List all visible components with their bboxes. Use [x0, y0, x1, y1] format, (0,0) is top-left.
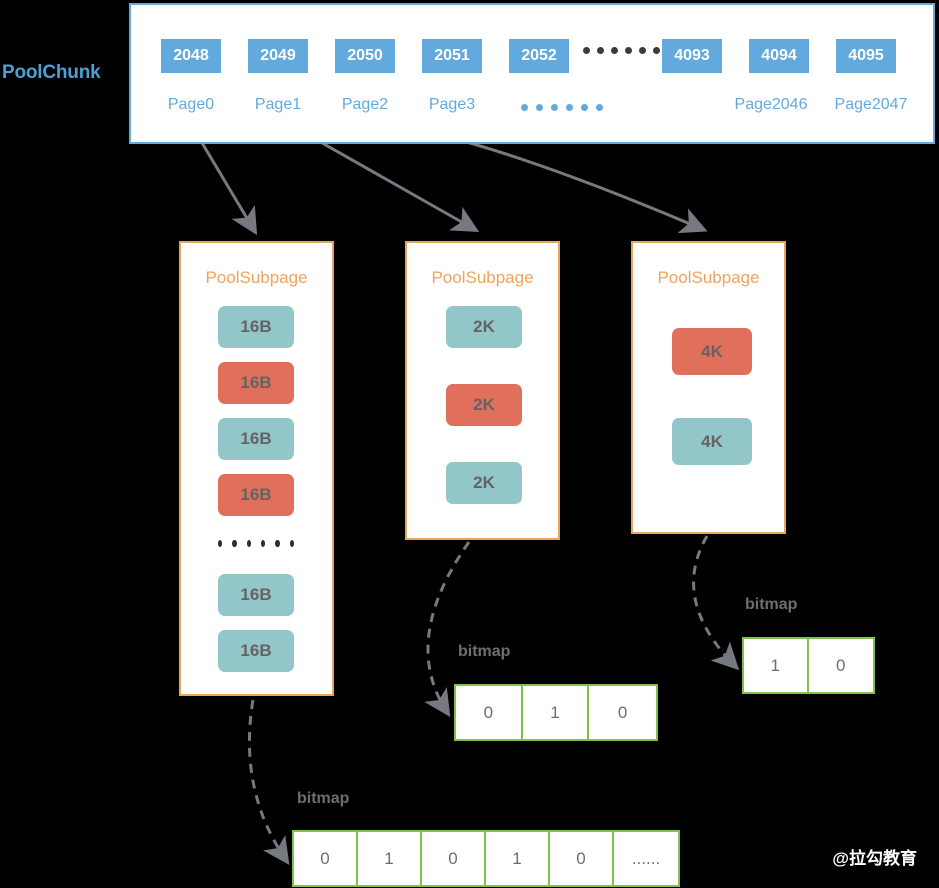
- dot: [275, 539, 280, 547]
- dot: [583, 47, 590, 54]
- chunk-cells-ellipsis: [583, 47, 660, 54]
- dot: [232, 539, 237, 547]
- chunk-cell-2051[interactable]: 2051: [422, 39, 482, 73]
- dot: [261, 539, 266, 547]
- dot: [289, 539, 294, 547]
- bitmap-label-2: bitmap: [458, 643, 511, 660]
- arrow-subpage3-to-bitmap3: [692, 535, 740, 671]
- page-label-page0: Page0: [167, 96, 215, 113]
- memory-block-16b-free-2[interactable]: 16B: [218, 418, 294, 460]
- dot: [611, 47, 618, 54]
- page-label-page1: Page1: [254, 96, 302, 113]
- memory-block-2k-used-1[interactable]: 2K: [446, 384, 522, 426]
- bitmap-table-2[interactable]: 0 1 0: [454, 684, 658, 741]
- bitmap-cell[interactable]: 0: [294, 832, 358, 885]
- dot: [653, 47, 660, 54]
- chunk-cell-4094[interactable]: 4094: [749, 39, 809, 73]
- poolsubpage-3[interactable]: PoolSubpage 4K 4K: [631, 241, 786, 534]
- chunk-cell-4093[interactable]: 4093: [662, 39, 722, 73]
- chunk-cell-2052[interactable]: 2052: [509, 39, 569, 73]
- dot: [246, 539, 251, 547]
- memory-block-4k-free-1[interactable]: 4K: [672, 418, 752, 465]
- poolsubpage-1[interactable]: PoolSubpage 16B 16B 16B 16B 16B 16B: [179, 241, 334, 696]
- memory-block-4k-used-1[interactable]: 4K: [672, 328, 752, 375]
- bitmap-cell[interactable]: 0: [808, 639, 873, 692]
- memory-block-2k-free-1[interactable]: 2K: [446, 306, 522, 348]
- dot: [536, 104, 543, 111]
- bitmap-cell[interactable]: 1: [744, 639, 809, 692]
- page-label-page3: Page3: [428, 96, 476, 113]
- arrow-subpage1-to-bitmap1: [247, 699, 290, 865]
- chunk-cell-4095[interactable]: 4095: [836, 39, 896, 73]
- dot: [521, 104, 528, 111]
- page-label-page2046: Page2046: [734, 96, 808, 113]
- poolsubpage-3-title: PoolSubpage: [657, 268, 760, 287]
- bitmap-cell[interactable]: 0: [422, 832, 486, 885]
- bitmap-cell[interactable]: 0: [550, 832, 614, 885]
- memory-block-16b-free-4[interactable]: 16B: [218, 630, 294, 672]
- bitmap-cell[interactable]: 1: [358, 832, 422, 885]
- dot: [625, 47, 632, 54]
- chunk-cell-2050[interactable]: 2050: [335, 39, 395, 73]
- watermark: @拉勾教育: [832, 849, 917, 868]
- dot: [581, 104, 588, 111]
- bitmap-cell[interactable]: 1: [486, 832, 550, 885]
- memory-block-16b-used-2[interactable]: 16B: [218, 474, 294, 516]
- bitmap-table-3[interactable]: 1 0: [742, 637, 875, 694]
- page-label-page2: Page2: [341, 96, 389, 113]
- page-label-page2047: Page2047: [834, 96, 908, 113]
- memory-block-2k-free-2[interactable]: 2K: [446, 462, 522, 504]
- memory-block-16b-used-1[interactable]: 16B: [218, 362, 294, 404]
- dot: [566, 104, 573, 111]
- poolchunk-label: PoolChunk: [2, 62, 101, 83]
- bitmap-table-1[interactable]: 0 1 0 1 0 ......: [292, 830, 680, 887]
- poolsubpage-2-title: PoolSubpage: [431, 268, 534, 287]
- dot: [639, 47, 646, 54]
- poolchunk-box: [129, 3, 935, 144]
- bitmap-cell[interactable]: ......: [614, 832, 678, 885]
- bitmap-cell[interactable]: 1: [522, 686, 590, 739]
- dot: [551, 104, 558, 111]
- chunk-cell-2049[interactable]: 2049: [248, 39, 308, 73]
- dot: [596, 104, 603, 111]
- memory-block-16b-free-3[interactable]: 16B: [218, 574, 294, 616]
- chunk-cell-2048[interactable]: 2048: [161, 39, 221, 73]
- bitmap-label-1: bitmap: [297, 790, 350, 807]
- page-labels-ellipsis: [521, 104, 603, 111]
- dot: [597, 47, 604, 54]
- memory-blocks-ellipsis: [218, 536, 294, 550]
- poolsubpage-2[interactable]: PoolSubpage 2K 2K 2K: [405, 241, 560, 540]
- bitmap-cell[interactable]: 0: [589, 686, 656, 739]
- poolsubpage-1-title: PoolSubpage: [205, 268, 308, 287]
- bitmap-label-3: bitmap: [745, 596, 798, 613]
- bitmap-cell[interactable]: 0: [456, 686, 523, 739]
- dot: [218, 539, 223, 547]
- memory-block-16b-free-1[interactable]: 16B: [218, 306, 294, 348]
